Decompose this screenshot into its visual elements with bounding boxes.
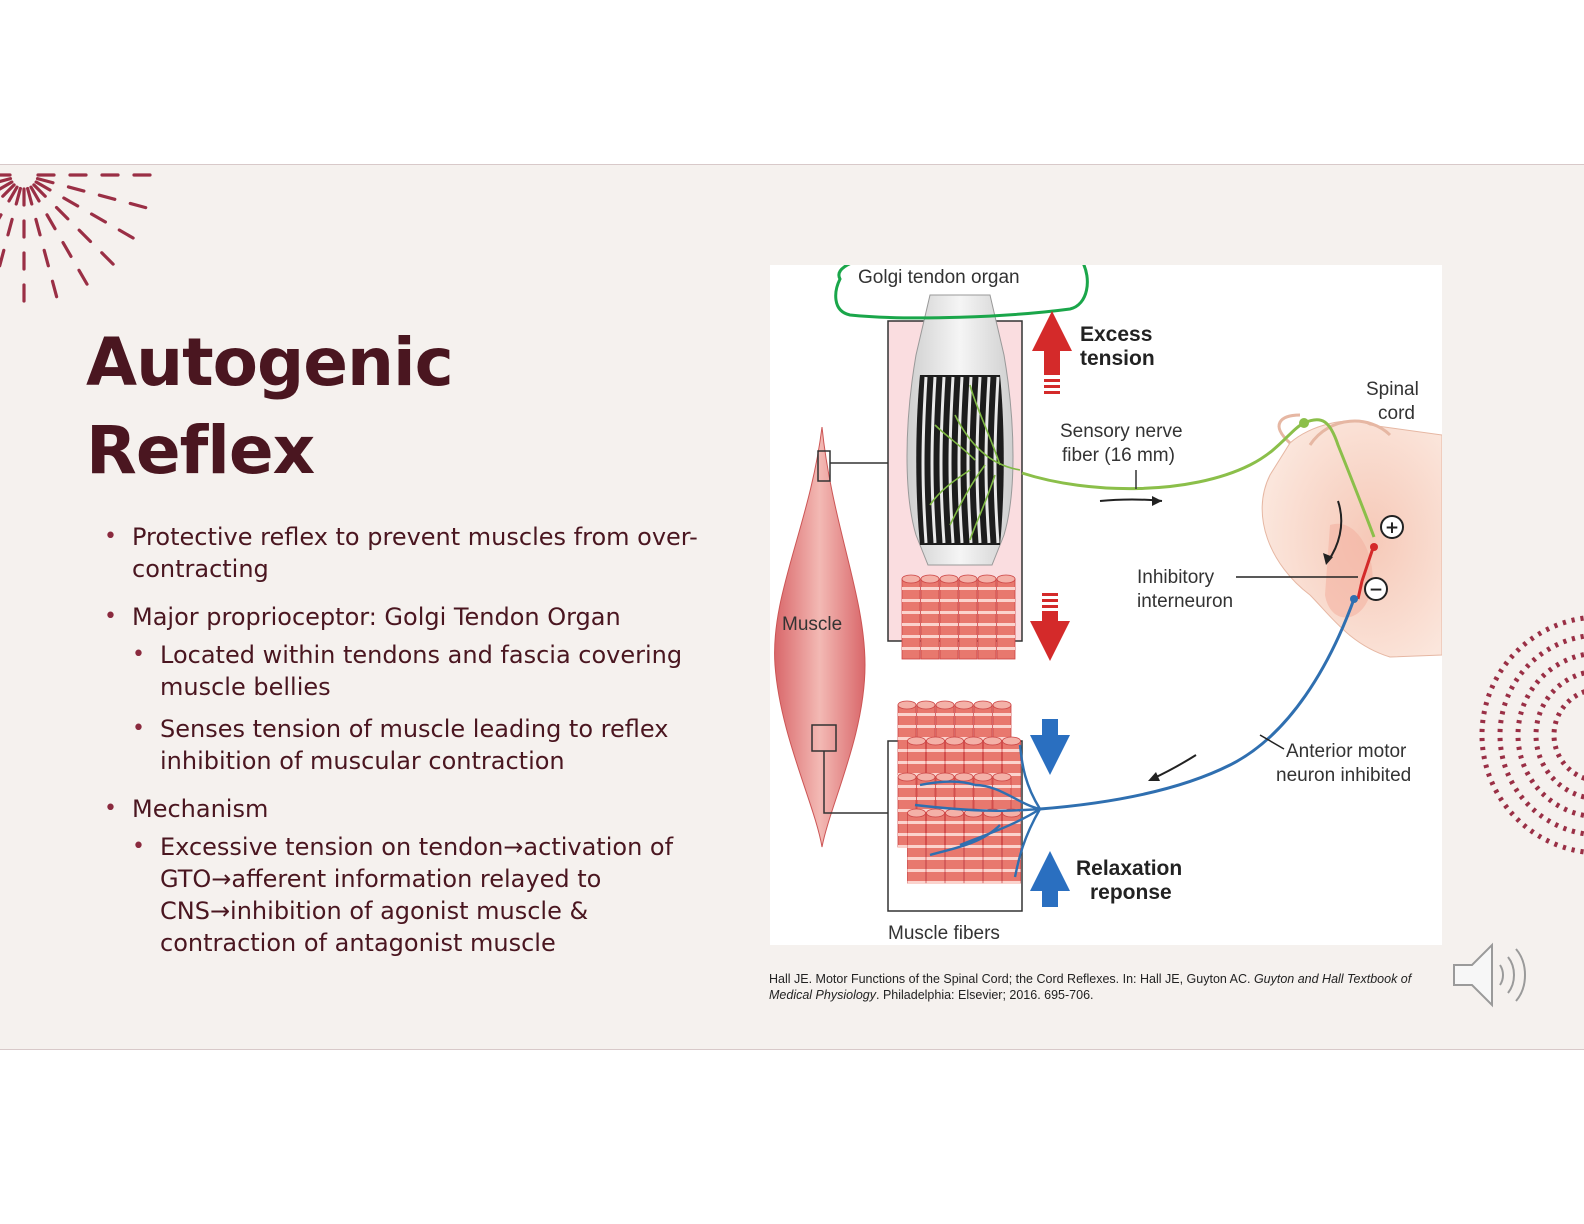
bullet-text: Protective reflex to prevent muscles fro… bbox=[132, 523, 698, 583]
sub-bullet-text: Excessive tension on tendon→activation o… bbox=[160, 833, 674, 957]
tendon-muscle-bundle-top bbox=[901, 574, 1016, 660]
motor-neuron-fiber bbox=[1039, 598, 1356, 811]
plus-symbol bbox=[1380, 515, 1404, 539]
bullet-item: Mechanism Excessive tension on tendon→ac… bbox=[104, 793, 724, 959]
excess-tension-down-arrow bbox=[1030, 611, 1070, 661]
bullet-item: Major proprioceptor: Golgi Tendon Organ … bbox=[104, 601, 724, 777]
sensory-nerve-fiber bbox=[1021, 418, 1376, 538]
muscle-fiber-bundle bbox=[897, 700, 1021, 884]
excess-tension-up-arrow bbox=[1032, 311, 1072, 375]
motor-neuron-label-2: neuron inhibited bbox=[1276, 765, 1411, 786]
sub-bullet-item: Excessive tension on tendon→activation o… bbox=[132, 831, 724, 959]
slide-title: Autogenic Reflex bbox=[86, 319, 454, 495]
concentric-dots-decoration bbox=[1479, 615, 1584, 855]
bullet-list: Protective reflex to prevent muscles fro… bbox=[104, 521, 724, 975]
spinal-cord-label-2: cord bbox=[1378, 403, 1415, 424]
golgi-label: Golgi tendon organ bbox=[858, 267, 1020, 288]
citation-text: Hall JE. Motor Functions of the Spinal C… bbox=[769, 972, 1254, 986]
title-line-2: Reflex bbox=[86, 412, 315, 489]
relaxation-label-2: reponse bbox=[1090, 881, 1172, 904]
muscle-shape bbox=[774, 426, 866, 848]
speaker-icon[interactable] bbox=[1448, 935, 1544, 1015]
bullet-text: Major proprioceptor: Golgi Tendon Organ bbox=[132, 603, 621, 631]
title-line-1: Autogenic bbox=[86, 324, 454, 401]
golgi-highlight-circle bbox=[834, 265, 1089, 320]
sensory-fiber-label-1: Sensory nerve bbox=[1060, 421, 1183, 442]
sensory-fiber-label-2: fiber (16 mm) bbox=[1062, 445, 1175, 466]
citation-book-title: Guyton and Hall Textbook of Medical Phys… bbox=[769, 972, 1412, 1002]
sub-bullet-text: Senses tension of muscle leading to refl… bbox=[160, 715, 669, 775]
muscle-label: Muscle bbox=[782, 614, 842, 635]
reflex-diagram: Muscle Golgi tendon organ Excess tension bbox=[770, 265, 1442, 945]
sub-bullet-text: Located within tendons and fascia coveri… bbox=[160, 641, 683, 701]
excess-tension-label-2: tension bbox=[1080, 347, 1155, 370]
gto-fibers bbox=[916, 375, 1021, 545]
motor-nerve-endings bbox=[914, 744, 1042, 878]
minus-sign: − bbox=[1369, 580, 1383, 600]
muscle-fibers-label: Muscle fibers bbox=[888, 923, 1000, 944]
slide: Autogenic Reflex Protective reflex to pr… bbox=[0, 164, 1584, 1050]
spinal-cord-label-1: Spinal bbox=[1366, 379, 1419, 400]
relaxation-down-arrow bbox=[1030, 719, 1070, 775]
inhibitory-label-2: interneuron bbox=[1137, 591, 1233, 612]
citation-text-end: . Philadelphia: Elsevier; 2016. 695-706. bbox=[876, 988, 1094, 1002]
excess-tension-label-1: Excess bbox=[1080, 323, 1152, 346]
inhibitory-label-1: Inhibitory bbox=[1137, 567, 1215, 588]
sub-bullet-item: Senses tension of muscle leading to refl… bbox=[132, 713, 724, 777]
plus-sign: + bbox=[1385, 518, 1399, 538]
bullet-text: Mechanism bbox=[132, 795, 269, 823]
motor-neuron-label-1: Anterior motor bbox=[1286, 741, 1407, 762]
minus-symbol bbox=[1364, 577, 1388, 601]
relaxation-label-1: Relaxation bbox=[1076, 857, 1182, 880]
citation: Hall JE. Motor Functions of the Spinal C… bbox=[769, 971, 1449, 1003]
relaxation-up-arrow bbox=[1030, 851, 1070, 907]
bullet-item: Protective reflex to prevent muscles fro… bbox=[104, 521, 724, 585]
sunburst-decoration bbox=[0, 173, 152, 303]
sub-bullet-item: Located within tendons and fascia coveri… bbox=[132, 639, 724, 703]
